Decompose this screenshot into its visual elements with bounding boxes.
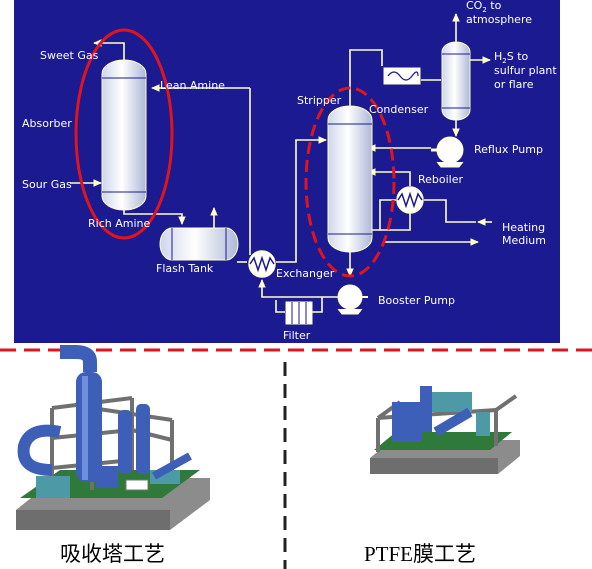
caption-ptfe-membrane-process: PTFE膜工艺	[364, 542, 476, 566]
label-reflux-pump: Reflux Pump	[474, 143, 543, 156]
condenser-symbol	[383, 67, 421, 85]
stripper-column	[327, 105, 373, 253]
reboiler-return-line	[367, 168, 411, 186]
flash-tank-vessel	[159, 227, 239, 261]
reflux-drum	[441, 41, 471, 121]
label-sweet-gas: Sweet Gas	[40, 49, 99, 62]
label-stripper: Stripper	[297, 94, 342, 107]
reboiler-symbol	[396, 186, 424, 214]
label-flash-tank: Flash Tank	[156, 262, 214, 275]
label-heating: Heating	[502, 221, 545, 234]
label-lean-amine: Lean Amine	[160, 79, 225, 92]
label-booster-pump: Booster Pump	[378, 294, 455, 307]
reflux-pump-symbol	[431, 136, 464, 168]
stripper-overhead-line	[349, 49, 383, 108]
diagram-labels: Sweet Gas Absorber Sour Gas Lean Amine R…	[22, 0, 557, 342]
label-atmosphere: atmosphere	[466, 13, 532, 26]
absorber-column	[101, 59, 147, 211]
heating-in-line	[424, 199, 476, 223]
ptfe-membrane-illustration	[370, 386, 520, 474]
booster-to-exchanger-line	[258, 279, 350, 298]
label-exchanger: Exchanger	[276, 267, 335, 280]
label-sour-gas: Sour Gas	[22, 178, 72, 191]
exchanger-symbol	[248, 250, 276, 278]
exchanger-to-stripper-line	[276, 136, 327, 263]
reboiler-feed-line	[370, 199, 396, 231]
absorber-highlight-ellipse	[74, 28, 174, 240]
filter-bypass-line	[312, 297, 323, 313]
label-medium: Medium	[502, 234, 546, 247]
reboiler-bottom-line	[380, 213, 411, 231]
flow-lines	[70, 13, 492, 313]
sweet-gas-line	[93, 39, 125, 62]
filter-out-line	[275, 300, 285, 313]
caption-absorber-process: 吸收塔工艺	[60, 542, 165, 566]
label-rich-amine: Rich Amine	[88, 217, 150, 230]
label-absorber: Absorber	[22, 117, 72, 130]
filter-box	[285, 301, 313, 325]
label-or-flare: or flare	[494, 78, 534, 91]
absorber-plant-illustration	[16, 345, 210, 530]
label-h2s: H2S to	[494, 50, 529, 65]
label-sulfur-plant: sulfur plant	[494, 64, 557, 77]
booster-pump-symbol	[337, 284, 368, 315]
label-condenser: Condenser	[369, 103, 429, 116]
label-filter: Filter	[283, 329, 311, 342]
label-co2: CO2 to	[466, 0, 502, 14]
stripper-highlight-ellipse	[304, 86, 396, 278]
label-reboiler: Reboiler	[418, 173, 464, 186]
